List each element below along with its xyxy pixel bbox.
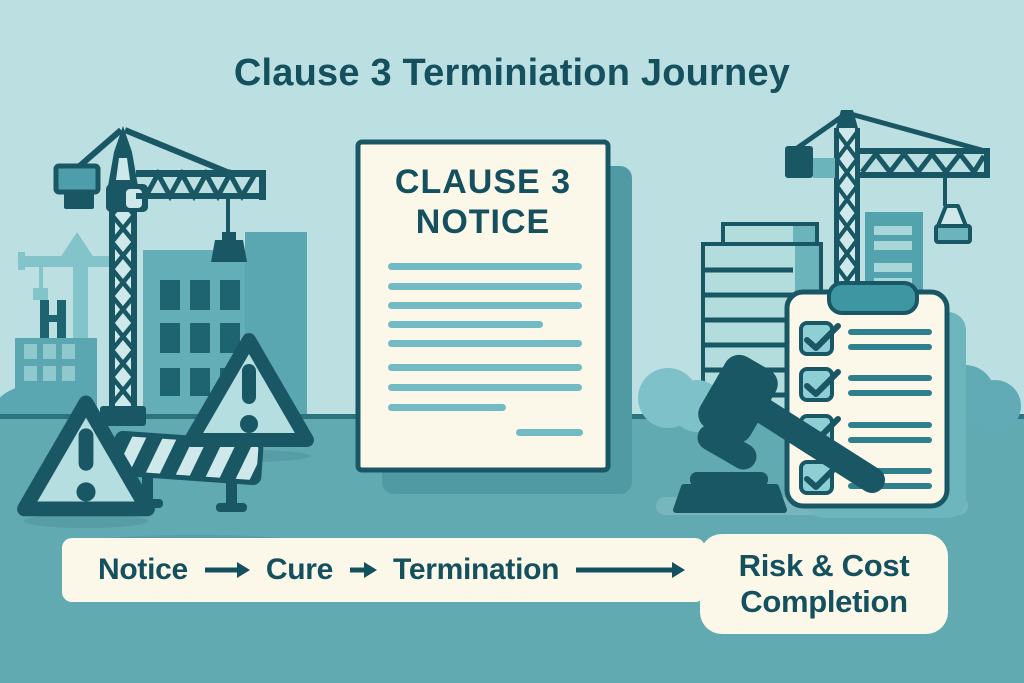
flow-arrow-icon	[204, 562, 250, 578]
flow-step-cure: Cure	[265, 553, 334, 586]
notice-document-icon	[355, 139, 632, 494]
building-icon	[143, 232, 307, 418]
tower-crane-right-icon	[785, 110, 990, 296]
checklist-row	[799, 321, 932, 356]
tower-crane-left-icon	[53, 126, 266, 426]
flow-step-risk-cost-completion: Risk & Cost Completion	[700, 534, 948, 634]
page-title: Clause 3 Terminiation Journey	[233, 52, 791, 94]
gavel-icon	[673, 354, 885, 513]
flow-arrow-icon	[576, 562, 686, 578]
checklist-row	[799, 367, 932, 402]
flow-step-notice: Notice	[98, 553, 188, 586]
document-heading-line1: CLAUSE 3	[394, 163, 572, 201]
skyline-left	[0, 232, 307, 444]
flow-step-risk-cost-completion-label: Risk & Cost Completion	[738, 548, 910, 619]
flow-step-termination: Termination	[393, 553, 560, 586]
ground-shadow	[24, 514, 148, 528]
document-heading: CLAUSE 3 NOTICE	[358, 163, 608, 243]
building-icon	[15, 300, 97, 418]
document-text-lines	[388, 263, 583, 436]
flow-arrow-icon	[350, 562, 378, 578]
document-heading-line2: NOTICE	[415, 202, 551, 241]
background-crane-icon	[18, 232, 112, 340]
flow-bar: Notice Cure Termination	[62, 538, 705, 602]
